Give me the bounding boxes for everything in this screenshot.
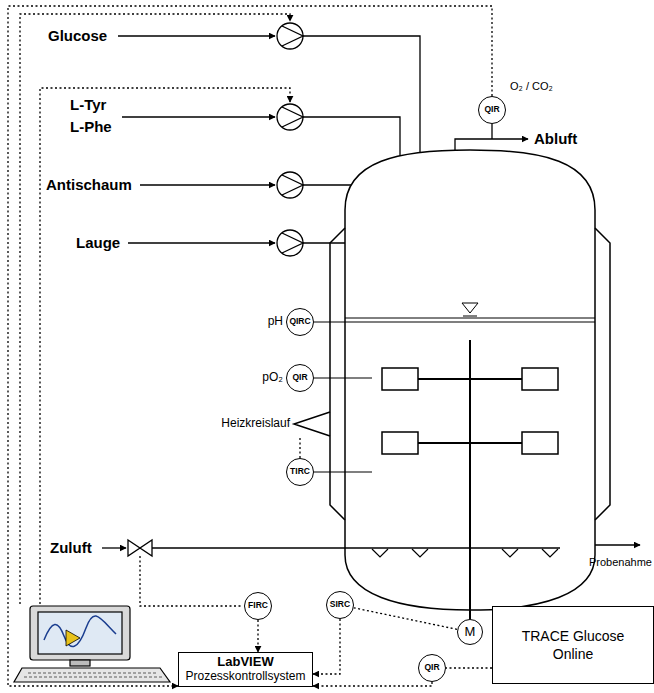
impeller-blade (382, 368, 418, 390)
air-arrow (102, 547, 126, 548)
instrument-circle: FIRC (244, 592, 272, 620)
label-text: pO₂ (262, 370, 283, 384)
instrument-tag: SIRC (330, 600, 350, 610)
pump-symbol (277, 172, 303, 198)
instrument-circle: TIRC (286, 458, 314, 486)
system-box: LabVIEWProzesskontrollsystem (178, 652, 313, 687)
label-text: L-Phe (70, 118, 112, 136)
pumps (277, 23, 303, 256)
monitor (30, 606, 130, 660)
level-symbol (463, 316, 477, 317)
pump-symbol (277, 230, 303, 256)
jacket (330, 228, 345, 520)
probe-line (314, 471, 372, 472)
feed-arrow (118, 35, 275, 36)
control-line (140, 556, 243, 606)
pump-symbol (277, 104, 303, 130)
keyboard (14, 668, 170, 682)
instrument-circle: QIR (286, 364, 314, 392)
control-line (299, 437, 300, 458)
pipe (303, 36, 420, 174)
feed-arrow (128, 242, 275, 243)
instrument-tag: M (465, 625, 476, 640)
signal-line (354, 608, 458, 630)
signal-line (313, 619, 340, 674)
label-text: Lauge (76, 234, 120, 252)
instrument-circle: QIR (478, 96, 506, 124)
label-text: Abluft (534, 130, 577, 148)
screen-curve (44, 616, 116, 647)
computer-icon (14, 606, 170, 682)
level-symbol (462, 303, 478, 313)
liquid-level (345, 318, 595, 319)
air-line (152, 547, 560, 548)
monitor-stand (70, 660, 90, 666)
control-line (40, 88, 290, 604)
box-text: LabVIEW (217, 655, 273, 670)
pump-symbol (282, 26, 303, 46)
jacket (595, 228, 610, 520)
signal-line (8, 6, 492, 686)
signal-line (257, 620, 258, 652)
impeller-blade (382, 432, 418, 454)
instrument-circle: M (457, 619, 483, 645)
instrument-tag: QIRC (289, 317, 310, 327)
probe-line (314, 377, 372, 378)
keyboard-keys (24, 673, 162, 677)
instrument-tag: TIRC (290, 467, 310, 477)
heating-inlet (294, 412, 330, 436)
probe-line (314, 321, 595, 322)
screen-icon (66, 630, 80, 646)
screen (38, 612, 122, 654)
system-box: TRACE Glucose Online (492, 606, 654, 684)
label-text: O₂ / CO₂ (510, 80, 553, 93)
signal-line (446, 667, 492, 668)
sensor-leader (491, 124, 492, 139)
feed-arrow (140, 184, 275, 185)
label-text: pH (268, 314, 283, 328)
instrument-tag: QIR (292, 373, 307, 383)
box-text: TRACE Glucose Online (517, 627, 629, 663)
instrument-circle: SIRC (326, 591, 354, 619)
vessel (152, 150, 610, 619)
stirrer-shaft (469, 340, 471, 619)
label-text: Zuluft (50, 539, 92, 557)
sparger (372, 549, 558, 557)
impeller-blade (522, 432, 558, 454)
signal-line (313, 682, 432, 686)
pump-symbol (282, 175, 303, 195)
exhaust-pipe (455, 139, 528, 150)
impeller-blade (522, 368, 558, 390)
label-text: Heizkreislauf (221, 416, 290, 430)
instrument-circle: QIR (418, 654, 446, 682)
label-text: Probenahme (589, 556, 652, 569)
pump-symbol (277, 23, 303, 49)
pump-symbol (282, 233, 303, 253)
label-text: Antischaum (46, 176, 132, 194)
instrument-circle: QIRC (286, 308, 314, 336)
sampling-arrow (595, 544, 640, 545)
impeller-hub (418, 442, 522, 444)
feed-arrow (122, 116, 275, 117)
impeller-hub (418, 378, 522, 380)
label-text: Glucose (48, 27, 107, 45)
pump-symbol (282, 107, 303, 127)
instrument-tag: FIRC (248, 601, 268, 611)
instrument-tag: QIR (424, 663, 439, 673)
box-text: Prozesskontrollsystem (185, 670, 305, 684)
instrument-tag: QIR (484, 105, 499, 115)
label-text: L-Tyr (70, 96, 106, 114)
control-line (20, 14, 290, 604)
valve-symbol (128, 540, 152, 556)
control-lines (20, 14, 300, 606)
